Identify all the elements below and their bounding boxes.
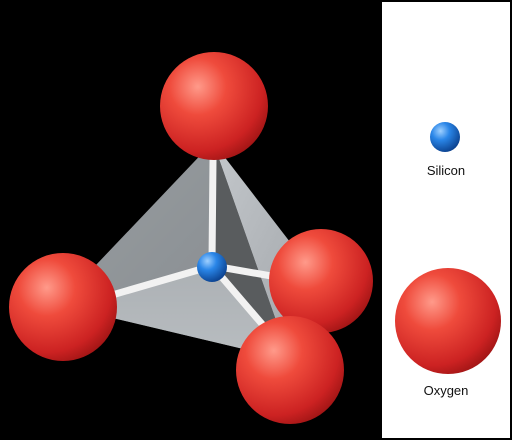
legend-oxygen-icon (395, 268, 501, 374)
oxygen-atom-right (269, 229, 373, 333)
silicon-atom (197, 252, 227, 282)
legend-silicon-label: Silicon (426, 163, 466, 178)
oxygen-atom-top (160, 52, 268, 160)
oxygen-atom-bottom (236, 316, 344, 424)
legend-silicon-icon (430, 122, 460, 152)
legend-oxygen-label: Oxygen (423, 383, 469, 398)
oxygen-atom-left (9, 253, 117, 361)
bond-top (208, 156, 217, 266)
